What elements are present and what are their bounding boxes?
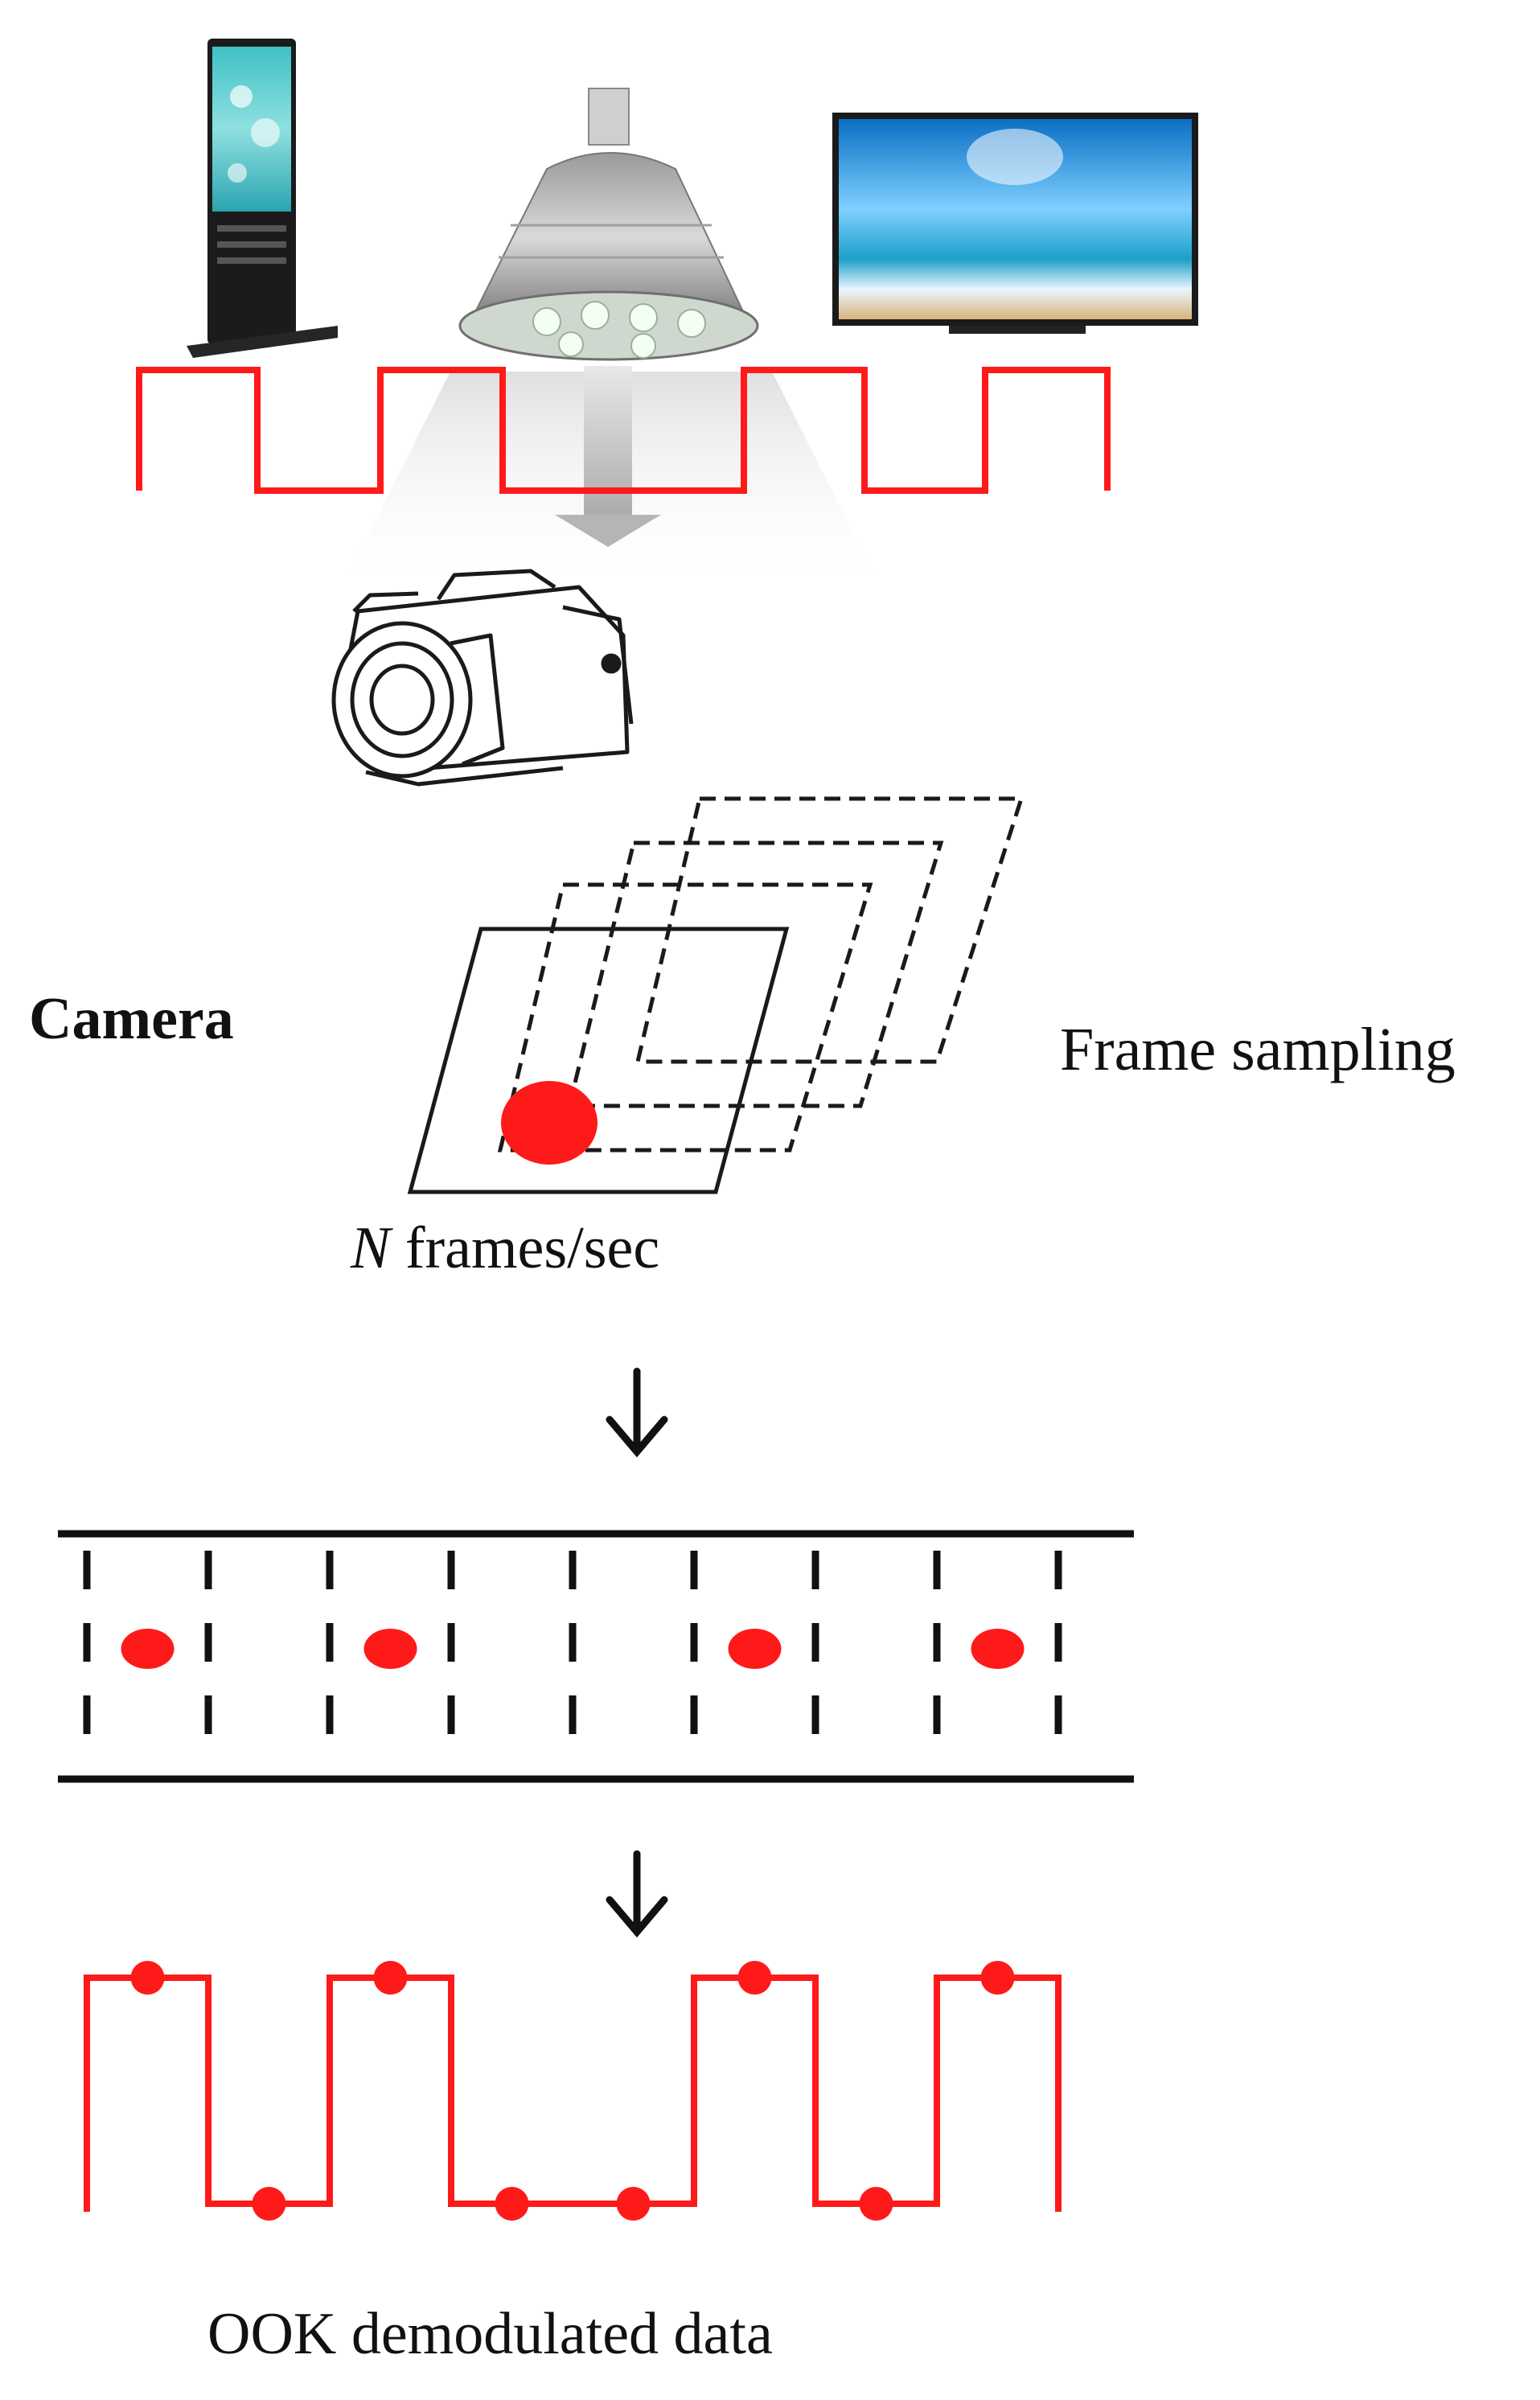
frame-1-solid <box>407 927 790 1194</box>
kiosk-display-icon <box>187 39 338 358</box>
camera-label: Camera <box>29 986 234 1052</box>
light-spot <box>501 1081 598 1165</box>
sample-point <box>252 2187 286 2221</box>
sample-point <box>616 2187 651 2221</box>
led-bulb-icon <box>458 88 759 361</box>
frames-rest-text: frames/sec <box>390 1215 660 1281</box>
strip-light-spot <box>121 1629 175 1669</box>
strip-light-spot <box>971 1629 1025 1669</box>
sample-point <box>859 2187 893 2221</box>
frame-3-dashed <box>566 840 944 1108</box>
transmitted-signal-waveform <box>136 367 1111 494</box>
ook-demodulated-waveform <box>84 1961 1062 2221</box>
frame-2-dashed <box>497 882 873 1153</box>
frames-variable-n: N <box>351 1215 391 1281</box>
strip-light-spot <box>728 1629 782 1669</box>
film-strip <box>58 1530 1134 1783</box>
strip-light-spot <box>363 1629 417 1669</box>
sample-point <box>373 1961 408 1995</box>
sample-point <box>737 1961 772 1995</box>
sample-point <box>130 1961 165 1995</box>
tv-icon <box>832 113 1198 334</box>
frame-sampling-label: Frame sampling <box>1060 1016 1456 1083</box>
frame-stack <box>407 796 1025 1194</box>
ook-demodulated-data-label: OOK demodulated data <box>207 2301 773 2367</box>
down-arrow-2 <box>606 1850 668 1938</box>
sample-point <box>495 2187 529 2221</box>
sample-point <box>980 1961 1015 1995</box>
down-arrow-1 <box>606 1367 668 1457</box>
camera-icon <box>331 569 634 787</box>
frame-4-dashed <box>634 796 1025 1064</box>
frames-per-second-label: N frames/sec <box>351 1214 659 1283</box>
light-beam <box>338 366 885 595</box>
